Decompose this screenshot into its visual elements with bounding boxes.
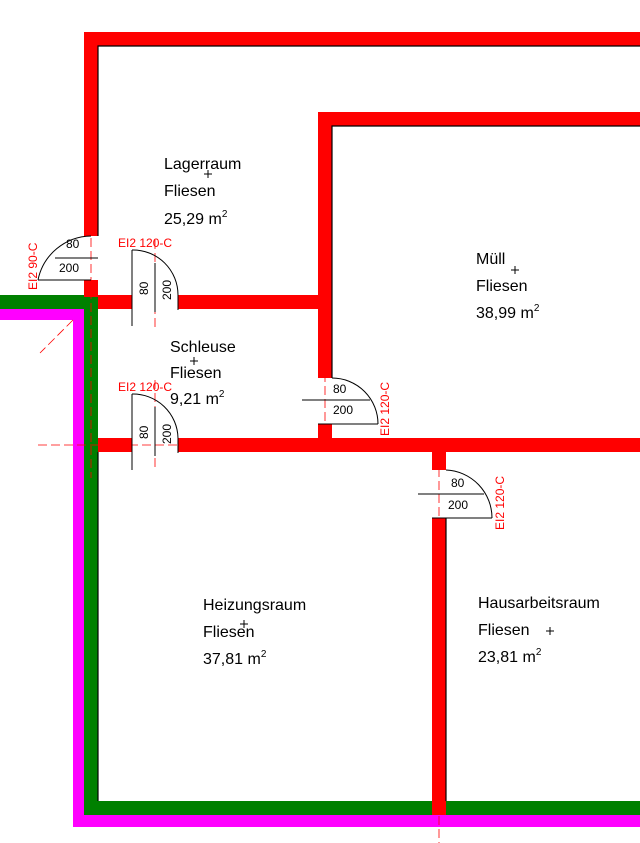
door-heizung-hausarbeit: 80 200 EI2 120-C: [418, 469, 507, 530]
room-center-marker: [511, 266, 519, 274]
door-schleuse-heizung: 80 200 EI2 120-C: [118, 380, 179, 470]
room-center-marker: [546, 627, 554, 635]
door-swing-arc: [37, 235, 92, 281]
axis-diagonal: [39, 319, 74, 354]
room-name: Heizungsraum: [203, 597, 306, 614]
wall-hausarbeit-left: [432, 518, 446, 815]
room-floor: Fliesen: [203, 624, 255, 641]
door-fire-rating: EI2 90-C: [26, 242, 40, 290]
door-schleuse-muell: 80 200 EI2 120-C: [302, 377, 392, 436]
door-swing-arc: [131, 249, 179, 296]
door-fire-rating: EI2 120-C: [118, 236, 172, 250]
door-swing-arc: [131, 393, 179, 439]
door-swing-arc: [445, 469, 493, 519]
insulation-bottom: [73, 815, 640, 827]
door-lager-outside: 80 200 EI2 90-C: [26, 235, 98, 290]
room-name: Lagerraum: [164, 156, 241, 173]
outline-muell: [331, 125, 640, 378]
door-width: 80: [333, 382, 347, 396]
exterior-walls: [0, 295, 640, 815]
room-name: Hausarbeitsraum: [478, 595, 600, 612]
wall-hausarbeit-left-stub: [432, 438, 446, 470]
door-height: 200: [160, 280, 174, 300]
room-area: 37,81 m2: [203, 649, 267, 668]
room-floor: Fliesen: [170, 365, 222, 382]
room-area: 25,29 m2: [164, 209, 228, 228]
door-swing-arc: [331, 377, 379, 425]
room-center-marker: [240, 620, 248, 628]
wall-muell-left-upper: [318, 112, 332, 378]
wall-corridor-a: [98, 438, 132, 452]
room-label-muell: Müll Fliesen 38,99 m2: [476, 251, 540, 322]
room-area: 9,21 m2: [170, 389, 225, 408]
wall-corridor-b: [178, 438, 640, 452]
green-wall-top: [0, 295, 85, 309]
door-fire-rating: EI2 120-C: [378, 382, 392, 436]
door-width: 80: [137, 425, 151, 439]
green-wall-bottom: [84, 801, 640, 815]
door-fire-rating: EI2 120-C: [493, 476, 507, 530]
insulation-top: [0, 309, 84, 320]
room-name: Schleuse: [170, 339, 236, 356]
insulation-layer: [0, 309, 640, 827]
room-label-hausarbeitsraum: Hausarbeitsraum Fliesen 23,81 m2: [478, 595, 600, 666]
room-center-marker: [204, 170, 212, 178]
room-area: 38,99 m2: [476, 303, 540, 322]
door-height: 200: [333, 403, 353, 417]
fire-walls: [84, 32, 640, 815]
room-area: 23,81 m2: [478, 647, 542, 666]
door-height: 200: [448, 498, 468, 512]
wall-outlines: [97, 45, 640, 801]
wall-lager-top: [84, 32, 640, 46]
door-width: 80: [451, 476, 465, 490]
room-floor: Fliesen: [476, 278, 528, 295]
room-label-schleuse: Schleuse Fliesen 9,21 m2: [170, 339, 236, 408]
room-floor: Fliesen: [164, 183, 216, 200]
wall-muell-top: [318, 112, 640, 126]
wall-lager-left-upper: [84, 32, 98, 236]
outline-lager: [97, 45, 640, 236]
door-width: 80: [66, 237, 80, 251]
door-fire-rating: EI2 120-C: [118, 380, 172, 394]
door-height: 200: [160, 424, 174, 444]
room-center-marker: [190, 357, 198, 365]
room-name: Müll: [476, 251, 505, 268]
door-width: 80: [137, 281, 151, 295]
room-floor: Fliesen: [478, 622, 530, 639]
wall-schleuse-top-b: [178, 295, 332, 309]
wall-lager-left-stub: [84, 280, 98, 297]
insulation-left: [73, 309, 84, 827]
room-label-lagerraum: Lagerraum Fliesen 25,29 m2: [164, 156, 241, 228]
wall-schleuse-top-a: [98, 295, 132, 309]
room-markers: [190, 170, 554, 635]
room-label-heizungsraum: Heizungsraum Fliesen 37,81 m2: [203, 597, 306, 668]
green-wall-left: [84, 297, 98, 815]
door-lager-schleuse: 80 200 EI2 120-C: [118, 236, 179, 326]
door-height: 200: [59, 261, 79, 275]
